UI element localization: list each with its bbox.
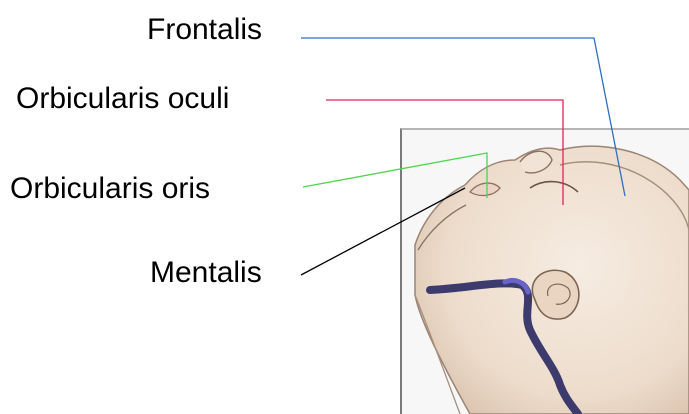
label-orbicularis-oris: Orbicularis oris xyxy=(10,172,210,206)
label-frontalis: Frontalis xyxy=(147,13,262,47)
label-orbicularis-oculi: Orbicularis oculi xyxy=(16,82,229,116)
label-mentalis: Mentalis xyxy=(150,256,262,290)
